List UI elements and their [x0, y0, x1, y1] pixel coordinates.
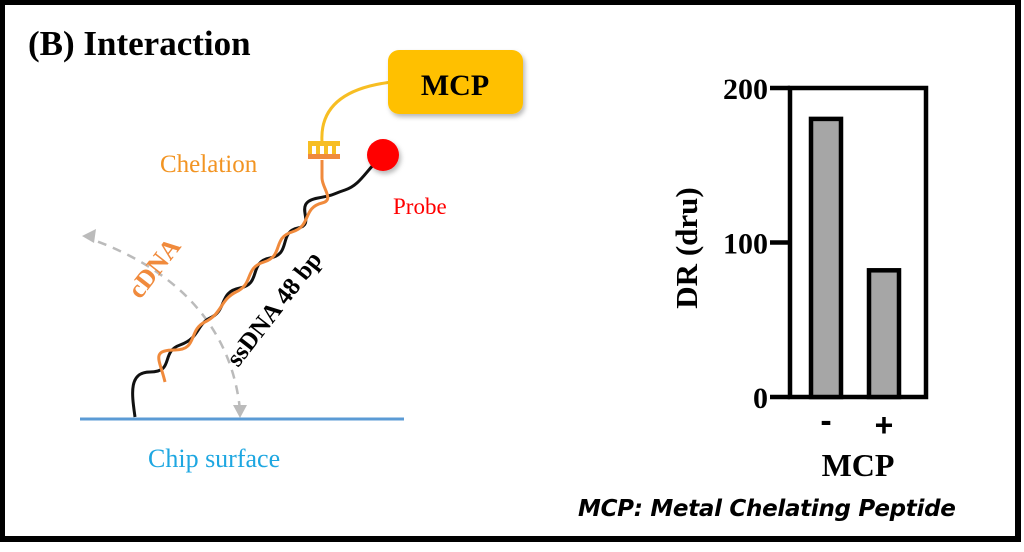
y-tick-label-200: 200 [723, 73, 768, 106]
mcp-box-label: MCP [421, 69, 489, 102]
x-axis-label: MCP [822, 447, 895, 483]
y-tick-label-0: 0 [753, 382, 768, 415]
y-axis-label: DR (dru) [669, 187, 704, 308]
ssdna-strand [131, 156, 382, 418]
rotation-arrow-icon [87, 236, 242, 411]
probe-dot [367, 139, 399, 171]
chip-surface-label: Chip surface [148, 444, 280, 473]
arrowhead-down-icon [233, 405, 247, 418]
mcp-linker [320, 80, 393, 143]
cdna-strand [157, 160, 330, 383]
caption: MCP: Metal Chelating Peptide [578, 496, 956, 522]
arrowhead-up-icon [82, 229, 96, 243]
x-tick-label-plus: + [875, 407, 894, 443]
bar-minus [808, 116, 844, 400]
y-tick-label-100: 100 [723, 228, 768, 261]
x-tick-label-minus: - [820, 402, 831, 440]
chelation-label: Chelation [160, 151, 258, 178]
bar-plus [866, 268, 902, 400]
panel-title: (B) Interaction [28, 24, 251, 63]
chelator-icon [308, 141, 340, 159]
mcp-box [388, 50, 523, 114]
probe-label: Probe [393, 194, 447, 219]
